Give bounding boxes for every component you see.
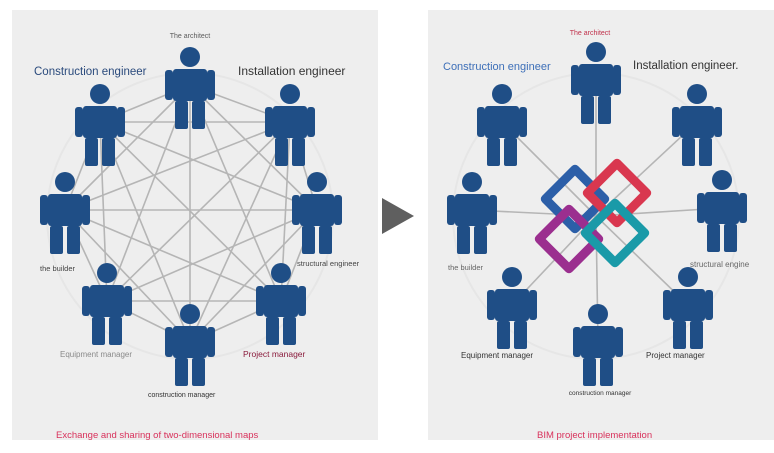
role-label-construction-manager: construction manager bbox=[569, 390, 632, 397]
connection-line bbox=[189, 84, 318, 211]
left-caption: Exchange and sharing of two-dimensional … bbox=[56, 430, 259, 441]
connection-line bbox=[189, 209, 318, 343]
right-panel: The architect Construction engineer Inst… bbox=[428, 10, 774, 441]
connection-line bbox=[106, 209, 318, 302]
role-label-construction-engineer: Construction engineer bbox=[34, 66, 147, 78]
role-label-architect: The architect bbox=[170, 33, 211, 40]
role-label-equipment-manager: Equipment manager bbox=[60, 350, 132, 359]
connection-line bbox=[189, 121, 291, 343]
connection-line bbox=[64, 121, 291, 211]
bim-logo-icon bbox=[534, 158, 652, 274]
connection-line bbox=[99, 121, 318, 211]
role-label-structural-engineer: structural engine bbox=[690, 260, 750, 269]
role-label-construction-engineer: Construction engineer bbox=[443, 61, 551, 73]
connection-line bbox=[99, 121, 282, 302]
role-label-project-manager: Project manager bbox=[243, 349, 306, 359]
connection-line bbox=[64, 209, 191, 343]
right-caption: BIM project implementation bbox=[537, 430, 652, 441]
role-label-architect: The architect bbox=[570, 30, 611, 37]
role-label-builder: the builder bbox=[40, 264, 76, 273]
arrow-right-icon bbox=[382, 198, 414, 234]
role-label-equipment-manager: Equipment manager bbox=[461, 351, 533, 360]
connection-line bbox=[501, 121, 597, 217]
left-panel: The architect Construction engineer Inst… bbox=[12, 10, 378, 441]
role-label-project-manager: Project manager bbox=[646, 351, 705, 360]
role-label-installation-engineer: Installation engineer. bbox=[633, 60, 739, 72]
connection-line bbox=[106, 121, 291, 302]
role-label-installation-engineer: Installation engineer bbox=[238, 64, 345, 78]
role-label-construction-manager: construction manager bbox=[148, 392, 216, 399]
role-label-structural-engineer: structural engineer bbox=[297, 259, 360, 268]
connection-line bbox=[64, 84, 191, 211]
role-label-builder: the builder bbox=[448, 263, 484, 272]
connection-line bbox=[189, 84, 282, 302]
